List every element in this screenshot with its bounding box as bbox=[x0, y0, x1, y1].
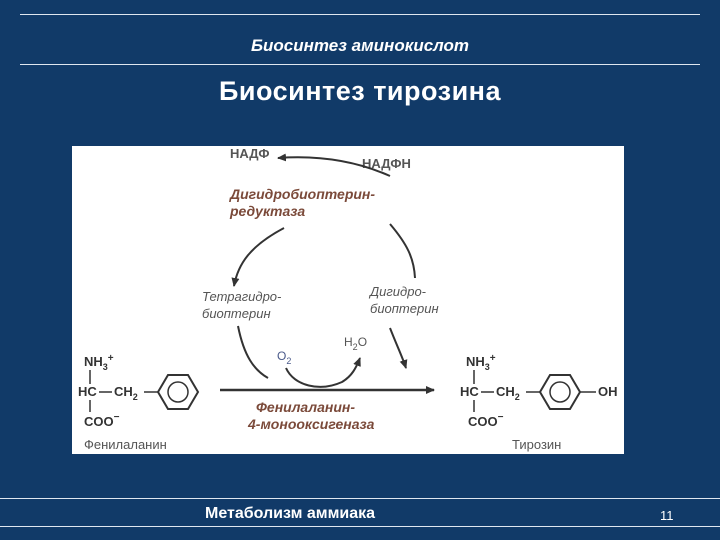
tetrahydro-line1: Тетрагидро- bbox=[202, 289, 282, 304]
phe-ch2: CH2 bbox=[114, 384, 138, 402]
dihydro-line1: Дигидро- bbox=[368, 284, 427, 299]
tyrosine-structure: NH3+ HC CH2 OH COO− Тирозин bbox=[460, 353, 618, 452]
footer-rule-bottom bbox=[0, 526, 720, 527]
tyr-nh3: NH3+ bbox=[466, 353, 496, 372]
cycle-lower-left-line bbox=[237, 325, 269, 379]
monooxygenase-line1: Фенилаланин- bbox=[256, 399, 355, 415]
tyrosine-name: Тирозин bbox=[512, 437, 561, 452]
slide-subtitle: Биосинтез аминокислот bbox=[250, 36, 470, 55]
dihydro-line2: биоптерин bbox=[370, 301, 439, 316]
h2o-label: H2O bbox=[344, 335, 367, 352]
header-rule bbox=[20, 64, 700, 65]
nadph-label: НАДФН bbox=[362, 156, 411, 171]
nadph-to-nadp-arrow bbox=[277, 153, 391, 177]
reductase-line1: Дигидробиоптерин- bbox=[229, 186, 375, 202]
slide-title: Биосинтез тирозина bbox=[218, 76, 502, 106]
nadp-label: НАДФ bbox=[230, 146, 269, 161]
footer-rule-top bbox=[0, 498, 720, 499]
tyr-benzene-ring bbox=[538, 374, 582, 410]
reaction-diagram: НАДФ НАДФН Дигидробиоптерин- редуктаза Т… bbox=[72, 146, 624, 454]
cycle-lower-right-arrow bbox=[389, 327, 408, 369]
monooxygenase-line2: 4-монооксигеназа bbox=[247, 416, 375, 432]
page-number: 11 bbox=[660, 508, 674, 523]
tyr-hc: HC bbox=[460, 384, 479, 399]
phe-benzene-ring bbox=[156, 374, 200, 410]
tyr-oh: OH bbox=[598, 384, 618, 399]
tyr-coo: COO− bbox=[468, 412, 504, 429]
footer-text: Метаболизм аммиака bbox=[205, 505, 376, 522]
reaction-svg: НАДФ НАДФН Дигидробиоптерин- редуктаза Т… bbox=[78, 146, 618, 452]
o2-label: O2 bbox=[277, 349, 291, 366]
phenylalanine-structure: NH3+ HC CH2 COO− Фенилаланин bbox=[78, 353, 200, 452]
cycle-right-line bbox=[389, 223, 416, 279]
tyr-ch2: CH2 bbox=[496, 384, 520, 402]
phenylalanine-name: Фенилаланин bbox=[84, 437, 167, 452]
cycle-left-arrow bbox=[231, 227, 285, 287]
top-rule bbox=[20, 14, 700, 15]
o2-to-h2o-arrow bbox=[285, 357, 361, 388]
reductase-line2: редуктаза bbox=[229, 203, 305, 219]
tetrahydro-line2: биоптерин bbox=[202, 306, 271, 321]
phe-nh3: NH3+ bbox=[84, 353, 114, 372]
phe-coo: COO− bbox=[84, 412, 120, 429]
phe-hc: HC bbox=[78, 384, 97, 399]
